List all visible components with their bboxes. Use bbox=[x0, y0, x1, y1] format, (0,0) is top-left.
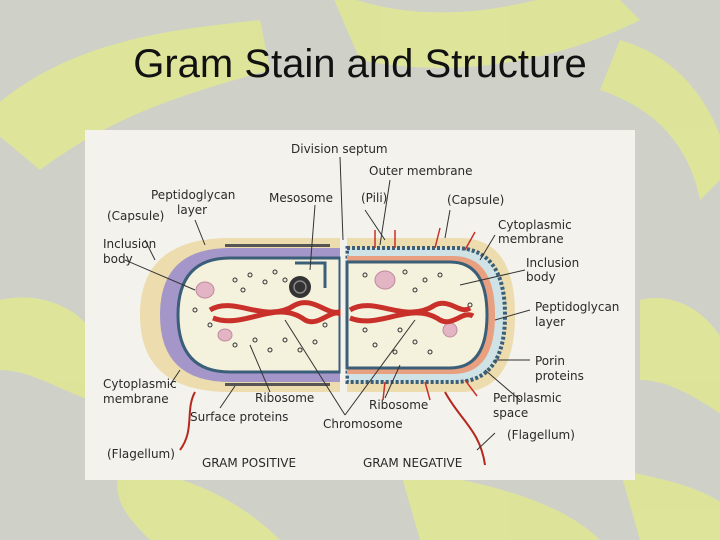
label-leaders bbox=[124, 156, 531, 451]
background-blob bbox=[600, 40, 720, 200]
background-blob bbox=[0, 297, 90, 400]
gram-positive-cell bbox=[140, 238, 345, 451]
inclusion-body-label-left: Inclusion bbox=[103, 237, 156, 251]
chromosome-label: Chromosome bbox=[323, 417, 403, 431]
peptidoglycan-label-right: Peptidoglycan bbox=[535, 300, 619, 314]
chromosome-left bbox=[208, 300, 345, 325]
background-blob bbox=[334, 0, 640, 68]
surface-proteins-top bbox=[225, 244, 330, 247]
periplasmic-space-label: Periplasmic bbox=[493, 391, 562, 405]
cytoplasmic-membrane-label-right-2: membrane bbox=[498, 232, 564, 246]
peptidoglycan-label-right-2: layer bbox=[535, 315, 565, 329]
surface-proteins-bottom bbox=[225, 383, 330, 386]
division-septum-label: Division septum bbox=[291, 142, 388, 156]
slide-title: Gram Stain and Structure bbox=[133, 42, 587, 86]
ribosomes-left bbox=[192, 269, 328, 353]
mesosome bbox=[289, 261, 327, 298]
pili bbox=[374, 227, 478, 401]
capsule-label-left: (Capsule) bbox=[107, 209, 164, 223]
gram-negative-label: GRAM NEGATIVE bbox=[363, 456, 462, 470]
peptidoglycan-label-left-2: layer bbox=[177, 203, 207, 217]
porin-proteins-label-2: proteins bbox=[535, 369, 584, 383]
outer-membrane-label: Outer membrane bbox=[369, 164, 473, 178]
inclusion-body-left bbox=[195, 281, 215, 299]
ribosome-label-left: Ribosome bbox=[255, 391, 314, 405]
ribosomes-right bbox=[362, 269, 473, 355]
inclusion-body-label-right-2: body bbox=[526, 270, 556, 284]
inclusion-body-left bbox=[217, 328, 233, 342]
background-blob bbox=[0, 20, 270, 170]
inclusion-body-label-right: Inclusion bbox=[526, 256, 579, 270]
chromosome-right bbox=[348, 300, 475, 325]
surface-proteins-label: Surface proteins bbox=[190, 410, 288, 424]
cytoplasmic-membrane-label-left-2: membrane bbox=[103, 392, 169, 406]
gram-positive-label: GRAM POSITIVE bbox=[202, 456, 296, 470]
periplasmic-space-label-2: space bbox=[493, 406, 528, 420]
background-blob bbox=[620, 470, 720, 540]
porin-proteins-label: Porin bbox=[535, 354, 565, 368]
mesosome-label: Mesosome bbox=[269, 191, 333, 205]
background-blob bbox=[640, 298, 720, 414]
flagellum-label-left: (Flagellum) bbox=[107, 447, 175, 461]
cell-structure-figure: Division septum Outer membrane Peptidogl… bbox=[85, 130, 635, 480]
flagellum-label-right: (Flagellum) bbox=[507, 428, 575, 442]
pili-label: (Pili) bbox=[361, 191, 387, 205]
flagellum-left bbox=[179, 391, 196, 451]
background-blob bbox=[117, 470, 280, 540]
peptidoglycan-label-left: Peptidoglycan bbox=[151, 188, 235, 202]
inclusion-body-label-left-2: body bbox=[103, 252, 133, 266]
flagellum-right bbox=[444, 391, 486, 466]
inclusion-body-right bbox=[442, 322, 458, 338]
inclusion-body-right bbox=[374, 270, 396, 290]
ribosome-label-right: Ribosome bbox=[369, 398, 428, 412]
background-blob bbox=[400, 470, 600, 540]
capsule-label-right: (Capsule) bbox=[447, 193, 504, 207]
gram-negative-cell bbox=[345, 227, 515, 466]
cytoplasmic-membrane-label-right: Cytoplasmic bbox=[498, 218, 572, 232]
cytoplasmic-membrane-label-left: Cytoplasmic bbox=[103, 377, 177, 391]
